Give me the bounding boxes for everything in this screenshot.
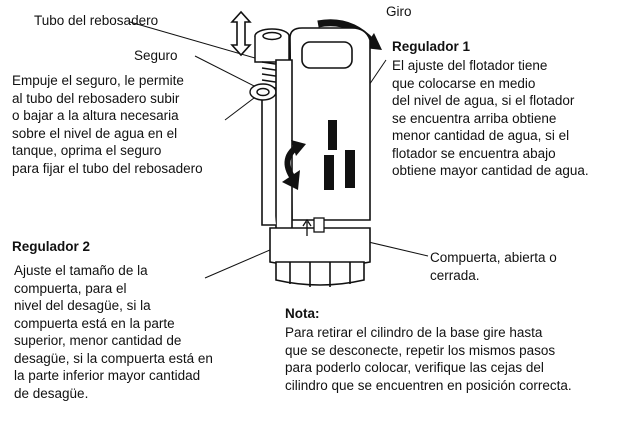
float-markers bbox=[324, 120, 355, 190]
leader-seguro bbox=[194, 55, 259, 89]
label-seguro: Seguro bbox=[134, 48, 178, 63]
overflow-tube bbox=[254, 28, 290, 63]
regulador2-body: Ajuste el tamaño de la compuerta, para e… bbox=[14, 263, 213, 401]
leader-seguro-text bbox=[224, 94, 259, 121]
label-giro: Giro bbox=[386, 4, 412, 19]
leader-tubo bbox=[129, 21, 256, 59]
regulador1-body: El ajuste del flotador tiene que colocar… bbox=[392, 58, 589, 178]
label-compuerta: Compuerta, abierta o cerrada. bbox=[430, 250, 557, 283]
leader-lines bbox=[129, 21, 429, 279]
base-cylinder bbox=[269, 227, 371, 287]
nota-title: Nota: bbox=[285, 306, 320, 321]
gate bbox=[302, 217, 325, 236]
label-tubo: Tubo del rebosadero bbox=[34, 13, 159, 28]
seguro-description: Empuje el seguro, le permite al tubo del… bbox=[12, 73, 203, 176]
nota-body: Para retirar el cilindro de la base gire… bbox=[285, 325, 572, 393]
regulador2-title: Regulador 2 bbox=[12, 239, 91, 254]
up-down-arrow-icon bbox=[230, 10, 252, 57]
regulador1-title: Regulador 1 bbox=[392, 39, 471, 54]
